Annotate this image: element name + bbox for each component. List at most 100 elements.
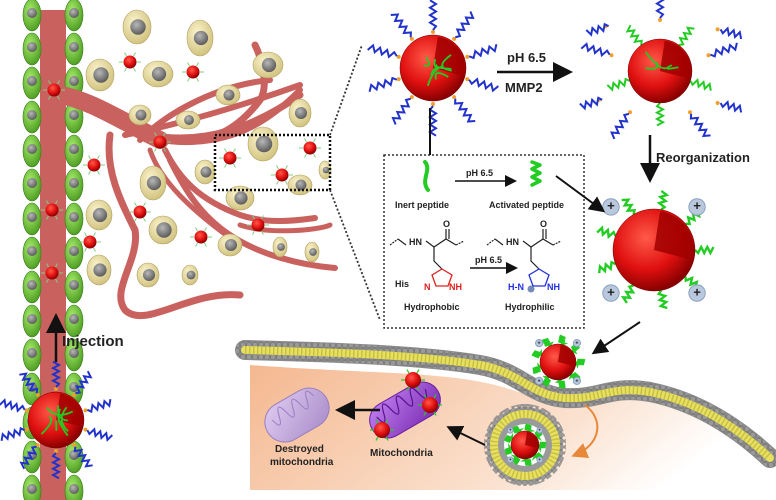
peg-chain [691,114,711,136]
tumor-cell-nucleus [277,243,285,251]
plus-sign: + [538,427,541,432]
tissue-np-chain [234,148,236,151]
tissue-nanoparticle [252,219,265,232]
tissue-np-chain [205,243,207,246]
tumor-cell-nucleus [323,167,330,174]
tissue-np-chain [135,218,137,221]
tumor-cell-nucleus [225,239,237,251]
detached-linker [716,27,720,31]
endothelial-nucleus [69,76,79,86]
nanoparticle-inactive [368,0,499,135]
tissue-nanoparticle [187,66,200,79]
tissue-np-chain [305,154,307,157]
endothelial-nucleus [69,8,79,18]
peg-chain [391,14,411,37]
to-membrane-arrow [595,322,640,352]
linker [410,37,414,41]
linker [658,18,662,22]
linker [25,428,29,432]
activated-peptide [534,366,541,374]
linker [397,77,401,81]
nanoparticle-activated [580,0,741,139]
tissue-np-chain [234,164,236,167]
peg-chain [368,45,397,56]
tissue-nanoparticle [154,136,167,149]
activated-peptide [597,228,615,237]
plus-sign: + [607,198,615,213]
peg-chain [657,0,663,18]
tissue-np-chain [277,165,279,168]
inset-arrow1-label: pH 6.5 [466,168,493,178]
tissue-np-chain [253,231,255,234]
peptide-chain [627,25,641,45]
tumor-cell-nucleus [93,263,106,276]
tissue-nanoparticle [88,159,101,172]
activated-peptide [539,442,545,448]
tumor-cell-nucleus [256,136,273,153]
detached-peg-chain [586,24,608,34]
linker [72,443,76,447]
detached-peg-chain [580,98,602,108]
cell-region: ++++ ++++ Mitochondria Destroyed mitocho… [245,322,770,490]
activated-peptide [558,380,565,387]
inert-peptide-label: Inert peptide [395,200,449,210]
endothelial-nucleus [27,178,37,188]
tissue-np-chain [94,232,96,235]
peg-chain [469,79,498,90]
tissue-np-chain [196,227,198,230]
tissue-np-chain [85,248,87,251]
tissue-np-chain [205,227,207,230]
endothelial-nucleus [27,76,37,86]
tissue-np-chain [85,232,87,235]
reorganization-label: Reorganization [656,150,750,165]
hn-left-label: HN [409,237,422,247]
tissue-nanoparticle [124,56,137,69]
tumor-cell-nucleus [147,176,161,190]
peg-chain [0,400,25,411]
tissue-nanoparticle [224,152,237,165]
nanoparticle-charged: ++++ [597,191,713,308]
linker [688,110,692,114]
peg-chain [455,11,473,37]
peg-chain [455,99,475,122]
injection-label: Injection [62,333,124,350]
tumor-cell-nucleus [295,107,307,119]
tumor-cell-nucleus [224,90,235,101]
activated-peptide [695,247,713,253]
linker [707,53,711,57]
o-right-label: O [540,219,547,229]
tissue-np-chain [144,218,146,221]
mito-bound-nanoparticle [405,372,421,388]
activated-peptide [659,290,668,308]
tissue-nanoparticle [276,169,289,182]
tumor-cell-nucleus [201,167,212,178]
linker [83,408,87,412]
tissue-np-chain [197,62,199,65]
tissue-nanoparticle [195,231,208,244]
tumor-cell-nucleus [184,115,194,125]
peg-chain [370,78,397,92]
tissue-np-chain [277,181,279,184]
activated-peptide [532,351,541,358]
inset-arrow2-label: pH 6.5 [475,255,502,265]
activated-peptide [622,200,635,215]
nh-left-label: NH [449,282,462,292]
peg-chain [87,399,110,412]
endothelial-nucleus [27,314,37,324]
tissue-np-chain [98,155,100,158]
tissue-np-chain [286,165,288,168]
mito-np-peptide [417,370,419,373]
tissue-np-chain [89,171,91,174]
peg-chain [612,114,629,139]
zoom-line-bottom [330,190,380,320]
endothelial-nucleus [27,280,37,290]
tumor-cell-nucleus [93,67,108,82]
hydrophobic-label: Hydrophobic [404,302,460,312]
endothelial-nucleus [69,110,79,120]
activated-peptide [559,336,566,344]
plus-sign: + [509,427,512,432]
peptide-chain [690,80,710,91]
n-left-label: N [424,282,431,292]
tumor-cells [86,10,331,287]
